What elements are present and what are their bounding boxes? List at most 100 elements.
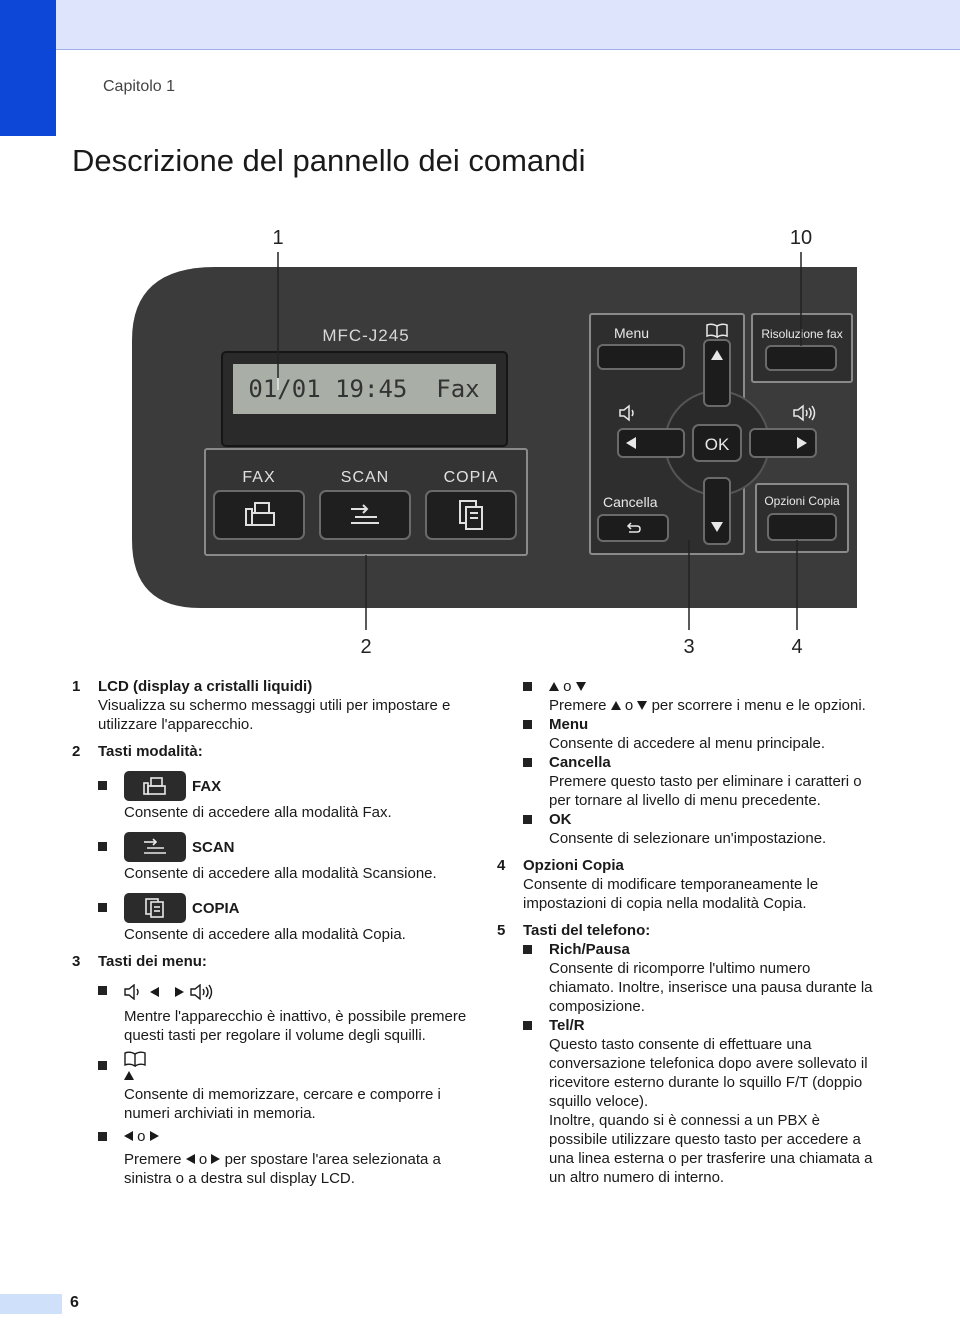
mode-key-list: FAX Consente di accedere alla modalità F… [98, 769, 472, 944]
copy-options-panel-label: Opzioni Copia [764, 494, 840, 508]
item-number: 4 [497, 857, 506, 874]
volume-high-icon [190, 984, 213, 1000]
list-item-address-book: Consente di memorizzare, cercare e compo… [98, 1051, 472, 1123]
bullet-square [523, 1021, 532, 1030]
volume-description: Mentre l'apparecchio è inattivo, è possi… [124, 1008, 467, 1044]
volume-low-icon [124, 984, 139, 1000]
volume-low-icon [619, 404, 634, 422]
callout-4: 4 [791, 636, 802, 658]
item-lcd: 1 LCD (display a cristalli liquidi) Visu… [72, 677, 472, 734]
lcd-text: 01/01 19:45 Fax [248, 375, 479, 403]
item-copy-options: 4 Opzioni Copia Consente di modificare t… [497, 856, 877, 913]
right-arrow-icon [797, 437, 807, 449]
tel-r-description-2: Inoltre, quando si è connessi a un PBX è… [549, 1112, 873, 1186]
ok-panel-label: OK [705, 435, 730, 454]
model-name: MFC-J245 [322, 326, 409, 345]
chapter-tab-marker [0, 0, 56, 136]
bullet-square [98, 1061, 107, 1070]
left-column: 1 LCD (display a cristalli liquidi) Visu… [72, 677, 472, 1188]
or-text: o [137, 1128, 146, 1145]
control-panel-illustration: 1 10 MFC-J245 01/01 19:45 Fax FAX SCAN C… [132, 227, 857, 658]
callout-10: 10 [790, 227, 812, 249]
ok-description: Consente di selezionare un'impostazione. [549, 830, 827, 847]
right-panel-button [749, 428, 817, 458]
list-item-fax: FAX Consente di accedere alla modalità F… [98, 769, 472, 822]
right-arrow-icon [175, 987, 184, 997]
res-fax-panel-label: Risoluzione fax [761, 327, 842, 341]
list-item-menu: Menu Consente di accedere al menu princi… [523, 715, 877, 753]
left-arrow-icon [626, 437, 636, 449]
item-number: 2 [72, 743, 81, 760]
list-item-left-right: o Premere o per spostare l'area selezion… [98, 1127, 472, 1188]
up-panel-button [703, 339, 731, 407]
down-panel-button [703, 477, 731, 545]
fax-key-label: FAX [192, 777, 222, 795]
copy-options-panel-button [767, 513, 837, 541]
item-title: Tasti del telefono: [523, 922, 651, 939]
address-book-description: Consente di memorizzare, cercare e compo… [124, 1086, 441, 1122]
down-arrow-icon [711, 522, 723, 532]
list-item-redial: Rich/Pausa Consente di ricomporre l'ulti… [523, 940, 877, 1016]
scan-key-icon [124, 832, 186, 862]
or-text: o [563, 678, 572, 695]
menu-description: Consente di accedere al menu principale. [549, 735, 825, 752]
list-item-tel-r: Tel/R Questo tasto consente di effettuar… [523, 1016, 877, 1187]
down-arrow-icon [637, 701, 648, 710]
list-item-cancel: Cancella Premere questo tasto per elimin… [523, 753, 877, 810]
copia-key-description: Consente di accedere alla modalità Copia… [124, 926, 406, 943]
item-number: 1 [72, 678, 81, 695]
menu-key-list: Mentre l'apparecchio è inattivo, è possi… [98, 981, 472, 1188]
up-down-description: Premere o per scorrere i menu e le opzio… [549, 697, 866, 714]
fax-key-description: Consente di accedere alla modalità Fax. [124, 804, 392, 821]
callout-3: 3 [683, 636, 694, 658]
scan-panel-button [319, 490, 411, 540]
up-arrow-icon [549, 682, 559, 691]
fax-panel-button [213, 490, 305, 540]
item-number: 5 [497, 922, 506, 939]
left-arrow-icon [124, 1131, 133, 1141]
cancel-panel-label: Cancella [603, 494, 658, 510]
scan-panel-label: SCAN [341, 469, 389, 486]
cancel-panel-button [597, 514, 669, 542]
bullet-square [523, 815, 532, 824]
tel-r-title: Tel/R [549, 1017, 585, 1034]
right-arrow-icon [149, 1131, 159, 1141]
bullet-square [98, 1132, 107, 1141]
up-arrow-icon [610, 701, 621, 710]
fax-key-icon [124, 771, 186, 801]
up-arrow-icon [711, 350, 723, 360]
cancel-description: Premere questo tasto per eliminare i car… [549, 773, 862, 809]
list-item-ok: OK Consente di selezionare un'impostazio… [523, 810, 877, 848]
item-title: Opzioni Copia [523, 857, 624, 874]
header-bar [56, 0, 960, 50]
footer-marker [0, 1294, 62, 1314]
phone-key-list: Rich/Pausa Consente di ricomporre l'ulti… [523, 940, 877, 1187]
back-arrow-icon [626, 522, 641, 533]
scan-key-label: SCAN [192, 838, 235, 856]
down-arrow-icon [575, 682, 586, 691]
fax-icon [245, 502, 275, 526]
item-number: 3 [72, 953, 81, 970]
lcd-screen [233, 364, 496, 414]
item-title: LCD (display a cristalli liquidi) [98, 678, 313, 695]
redial-title: Rich/Pausa [549, 941, 630, 958]
callout-1: 1 [272, 227, 283, 249]
list-item-up-down: o Premere o per scorrere i menu e le opz… [523, 677, 877, 715]
left-panel-button [617, 428, 685, 458]
bullet-square [98, 986, 107, 995]
item-mode-keys: 2 Tasti modalità: [72, 742, 472, 761]
bullet-square [98, 781, 107, 790]
menu-key-list-continued: o Premere o per scorrere i menu e le opz… [523, 677, 877, 848]
copy-key-icon [124, 893, 186, 923]
right-arrow-icon [211, 1154, 221, 1164]
ok-panel-button [692, 424, 742, 462]
item-phone-keys: 5 Tasti del telefono: [497, 921, 877, 940]
address-book-icon [124, 1051, 146, 1068]
menu-title: Menu [549, 716, 589, 733]
tel-r-description-1: Questo tasto consente di effettuare una … [549, 1036, 868, 1110]
bullet-square [523, 758, 532, 767]
callout-2: 2 [360, 636, 371, 658]
ok-title: OK [549, 811, 572, 828]
left-arrow-icon [185, 1154, 195, 1164]
scan-icon [351, 504, 379, 524]
